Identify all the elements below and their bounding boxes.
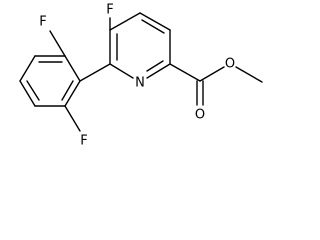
bond-c2-carbonyl xyxy=(169,63,201,82)
atom-label-o-ester: O xyxy=(225,57,235,72)
bond-o-methyl xyxy=(235,66,263,83)
atom-label-n-pyridine: N xyxy=(135,76,145,91)
bond-a6-a1-inner xyxy=(61,80,74,101)
bond-a4-a5 xyxy=(19,80,36,107)
bond-carbonyl-o-ester xyxy=(199,66,225,82)
substituent-bonds xyxy=(79,17,201,82)
bond-c6-aryl xyxy=(79,63,111,82)
bond-a2-f xyxy=(49,30,66,57)
bond-c2-n-inner xyxy=(146,60,164,72)
atom-label-f-aryl-top: F xyxy=(39,15,46,30)
chemical-structure: F F F N O O xyxy=(19,3,263,149)
bond-c2-n xyxy=(146,63,171,79)
atom-label-f-pyridine: F xyxy=(106,3,113,18)
bond-a6-a1 xyxy=(64,80,81,107)
bond-c4-c3-inner xyxy=(141,19,165,34)
atom-label-o-carbonyl: O xyxy=(195,108,205,123)
bond-a3-a4 xyxy=(19,55,36,82)
bond-a6-f xyxy=(64,105,81,132)
pyridine-ring xyxy=(109,12,171,79)
atom-label-f-aryl-bottom: F xyxy=(80,134,87,149)
atom-labels: F F F N O O xyxy=(39,3,235,149)
ester-group xyxy=(196,66,263,106)
difluorophenyl-ring xyxy=(19,30,81,132)
bond-c5-c4 xyxy=(109,12,141,31)
bond-c4-c3 xyxy=(139,12,171,31)
bond-a1-a2 xyxy=(64,55,81,82)
bond-a4-a5-inner xyxy=(26,80,40,101)
bond-n-c6 xyxy=(109,63,134,79)
